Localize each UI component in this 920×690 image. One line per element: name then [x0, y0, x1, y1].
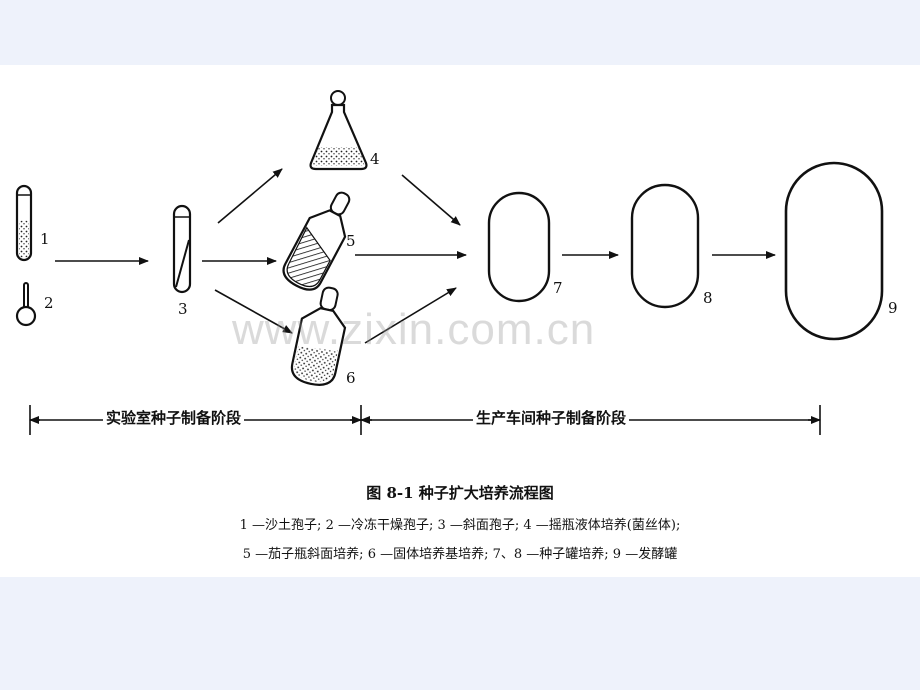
- stage-label-lab: 实验室种子制备阶段: [103, 411, 245, 426]
- label-9: 9: [888, 299, 898, 317]
- arrow-3-to-4: [217, 168, 283, 224]
- label-3: 3: [178, 300, 188, 318]
- seed-tank-7-icon: [487, 191, 551, 303]
- label-1: 1: [40, 230, 50, 248]
- label-7: 7: [553, 279, 563, 297]
- figure-panel: 1 2 3 4 5 6 7 8 9 实验室种子制备阶段 生产车间种子制备阶段 图…: [0, 65, 920, 577]
- stage-label-production: 生产车间种子制备阶段: [473, 411, 630, 426]
- label-2: 2: [44, 294, 54, 312]
- solid-medium-bottle-icon: [290, 286, 347, 386]
- eggplant-bottle-icon: [282, 191, 351, 291]
- fermenter-9-icon: [784, 161, 884, 341]
- arrow-4-to-7: [401, 174, 461, 226]
- process-diagram: [15, 90, 884, 435]
- label-4: 4: [370, 150, 380, 168]
- figure-caption-title: 图 8-1 种子扩大培养流程图: [366, 484, 554, 502]
- label-5: 5: [346, 232, 356, 250]
- arrow-6-to-7: [364, 287, 457, 344]
- slant-spore-tube-icon: [172, 204, 192, 294]
- arrow-3-to-6: [214, 289, 293, 334]
- label-6: 6: [346, 369, 356, 387]
- label-8: 8: [703, 289, 713, 307]
- shake-flask-icon: [309, 90, 368, 171]
- sand-spore-tube-icon: [15, 184, 33, 262]
- seed-tank-8-icon: [630, 183, 700, 309]
- figure-legend-line-1: 1 —沙土孢子; 2 —冷冻干燥孢子; 3 —斜面孢子; 4 —摇瓶液体培养(菌…: [239, 518, 681, 533]
- watermark: www.zixin.com.cn: [232, 305, 596, 354]
- figure-legend-line-2: 5 —茄子瓶斜面培养; 6 —固体培养基培养; 7、8 —种子罐培养; 9 —发…: [242, 547, 678, 562]
- freeze-dried-ampoule-icon: [15, 282, 37, 327]
